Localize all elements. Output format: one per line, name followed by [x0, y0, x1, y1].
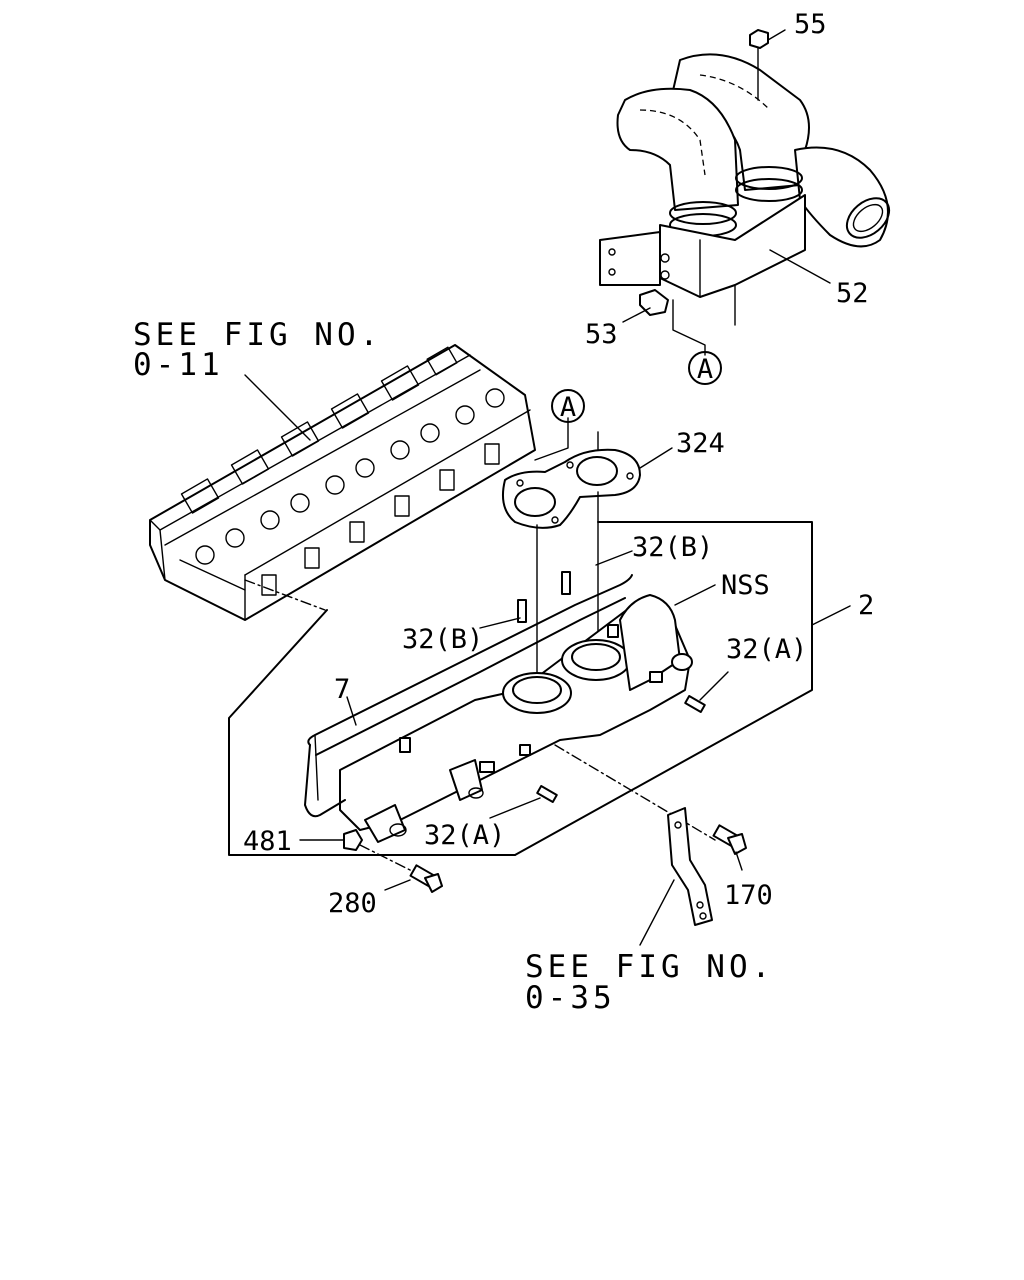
- support-bracket: [667, 807, 713, 926]
- svg-text:0-11: 0-11: [133, 347, 224, 383]
- svg-text:A: A: [697, 354, 713, 385]
- gasket-324: [502, 417, 673, 681]
- part-label-2: 2: [858, 590, 874, 621]
- bolt-481: [343, 829, 363, 851]
- part-label-280: 280: [328, 888, 377, 919]
- stud-32a-lower: [536, 785, 558, 803]
- reference-marker-a-top: A: [688, 351, 722, 385]
- leader-lines: [299, 29, 851, 946]
- svg-text:0-35: 0-35: [525, 980, 616, 1016]
- part-label-32a-right: 32(A): [726, 634, 807, 665]
- part-label-481: 481: [243, 826, 292, 857]
- part-label-55: 55: [794, 9, 827, 40]
- part-label-nss: NSS: [721, 570, 770, 601]
- stud-32b-left: [517, 599, 527, 623]
- part-label-170: 170: [724, 880, 773, 911]
- part-label-32b-upper: 32(B): [632, 532, 713, 563]
- part-label-32a-lower: 32(A): [424, 820, 505, 851]
- svg-text:SEE FIG NO.: SEE FIG NO.: [525, 949, 774, 985]
- cylinder-head: [149, 344, 536, 621]
- part-label-52: 52: [836, 278, 869, 309]
- intake-manifold: [228, 521, 813, 876]
- intake-duct-assembly: [599, 29, 891, 356]
- svg-text:SEE FIG NO.: SEE FIG NO.: [133, 317, 382, 353]
- figure-reference-cylinder-head: SEE FIG NO. 0-11: [133, 317, 382, 383]
- figure-reference-bracket: SEE FIG NO. 0-35: [525, 949, 774, 1016]
- stud-32a-right: [684, 695, 706, 713]
- stud-32b-upper: [561, 571, 571, 595]
- part-label-324: 324: [676, 428, 725, 459]
- part-label-53: 53: [585, 319, 618, 350]
- bolt-280: [409, 864, 443, 893]
- reference-marker-a-mid: A: [551, 389, 585, 423]
- bolt-170: [712, 824, 747, 855]
- part-label-7: 7: [334, 674, 350, 705]
- part-label-32b-left: 32(B): [402, 624, 483, 655]
- svg-text:A: A: [560, 392, 576, 423]
